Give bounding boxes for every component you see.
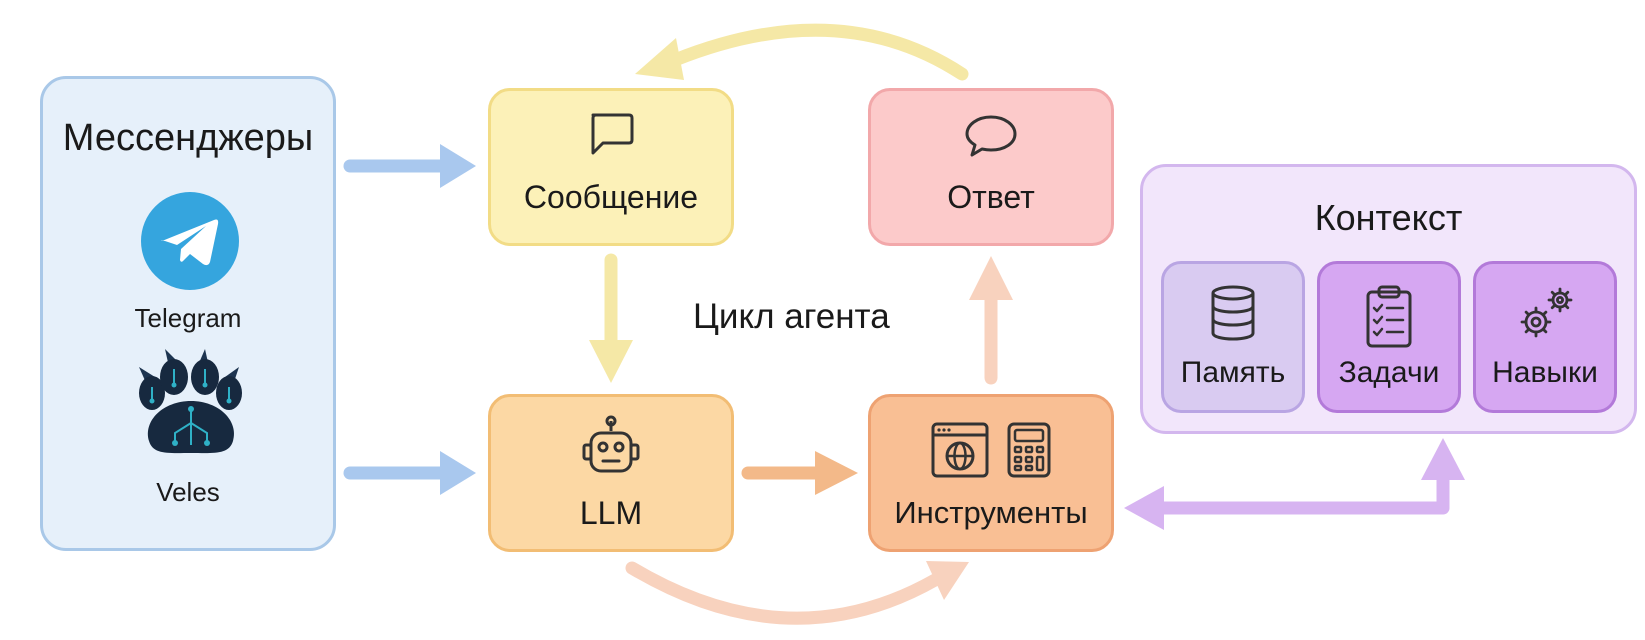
context-panel: Контекст Память bbox=[1140, 164, 1637, 434]
messengers-title: Мессенджеры bbox=[62, 117, 314, 159]
skills-label: Навыки bbox=[1492, 356, 1598, 389]
arrow-llm-to-tools-loop bbox=[625, 561, 969, 625]
messengers-panel: Мессенджеры Telegram bbox=[40, 76, 336, 551]
arrow-messengers-to-llm bbox=[343, 451, 476, 495]
chat-bubble-icon bbox=[965, 115, 1017, 157]
veles-label: Veles bbox=[156, 477, 220, 507]
arrow-llm-to-tools bbox=[741, 451, 858, 495]
browser-globe-icon bbox=[931, 422, 989, 478]
context-title: Контекст bbox=[1314, 197, 1463, 238]
llm-box: LLM bbox=[488, 394, 734, 552]
memory-label: Память bbox=[1180, 356, 1286, 389]
skills-box: Навыки bbox=[1473, 261, 1617, 413]
arrow-tools-to-answer bbox=[969, 256, 1013, 385]
database-icon bbox=[1211, 285, 1255, 341]
tools-box: Инструменты bbox=[868, 394, 1114, 552]
agent-loop-label: Цикл агента bbox=[693, 297, 890, 336]
message-label: Сообщение bbox=[523, 179, 699, 215]
veles-paw-logo-icon bbox=[139, 349, 242, 454]
llm-label: LLM bbox=[579, 495, 643, 531]
tasks-label: Задачи bbox=[1338, 356, 1440, 389]
arrow-tools-context-bidirectional bbox=[1124, 438, 1465, 530]
arrow-answer-to-message-loop bbox=[635, 23, 969, 81]
memory-box: Память bbox=[1161, 261, 1305, 413]
telegram-logo-icon bbox=[141, 192, 239, 290]
robot-icon bbox=[582, 415, 640, 473]
message-box: Сообщение bbox=[488, 88, 734, 246]
arrow-messengers-to-message bbox=[343, 144, 476, 188]
clipboard-checklist-icon bbox=[1366, 285, 1412, 348]
gears-icon bbox=[1520, 287, 1573, 338]
arrow-message-to-llm bbox=[589, 253, 633, 383]
telegram-label: Telegram bbox=[134, 303, 242, 333]
tools-label: Инструменты bbox=[894, 495, 1088, 530]
answer-label: Ответ bbox=[947, 179, 1035, 215]
chat-square-icon bbox=[591, 113, 634, 155]
calculator-icon bbox=[1007, 422, 1051, 478]
tasks-box: Задачи bbox=[1317, 261, 1461, 413]
answer-box: Ответ bbox=[868, 88, 1114, 246]
